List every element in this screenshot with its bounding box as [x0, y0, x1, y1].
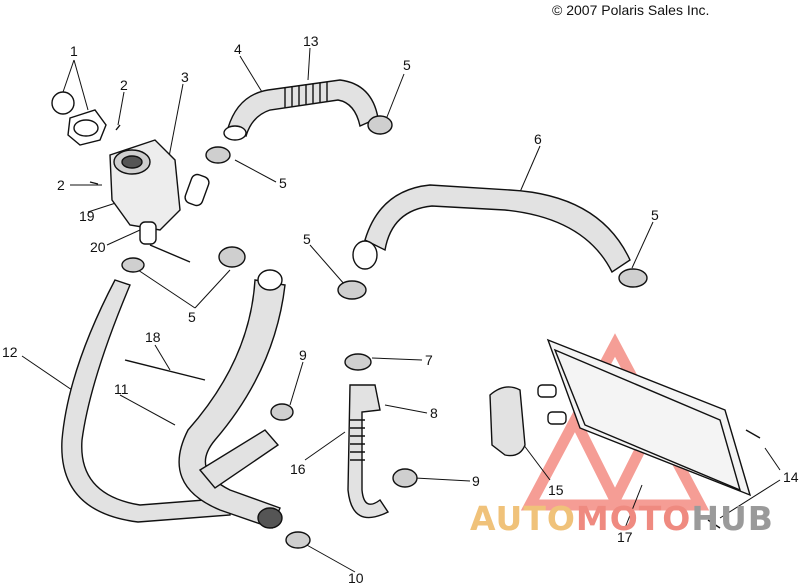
y-hose [178, 269, 311, 549]
callout-9: 9 [472, 473, 480, 489]
leader-lines [21, 47, 781, 573]
left-hose [61, 279, 231, 523]
watermark-word-2: MOTO [575, 499, 692, 538]
callout-5: 5 [303, 231, 311, 247]
callout-5: 5 [651, 207, 659, 223]
callout-2: 2 [120, 77, 128, 93]
hose-parts [51, 79, 761, 549]
lower-hose [344, 353, 418, 519]
callout-3: 3 [181, 69, 189, 85]
callout-6: 6 [534, 131, 542, 147]
callout-19: 19 [79, 208, 95, 224]
callout-8: 8 [430, 405, 438, 421]
hose-clamp [121, 257, 145, 273]
radiator-cap [51, 91, 107, 146]
upper-hose [205, 79, 393, 164]
callout-11: 11 [114, 381, 129, 397]
hose-strap [124, 359, 206, 381]
filler-neck [89, 124, 210, 263]
callout-13: 13 [303, 33, 319, 49]
heat-exchanger [537, 338, 761, 529]
callout-5: 5 [188, 309, 196, 325]
callout-9: 9 [299, 347, 307, 363]
hose-clamp [218, 246, 246, 268]
callout-5: 5 [279, 175, 287, 191]
watermark-word-3: HUB [691, 499, 774, 538]
callout-1: 1 [70, 43, 78, 59]
callout-18: 18 [145, 329, 161, 345]
copyright-text: © 2007 Polaris Sales Inc. [552, 2, 710, 18]
watermark-word-1: AUTO [470, 499, 576, 538]
callout-17: 17 [617, 529, 633, 545]
callout-16: 16 [290, 461, 306, 477]
callout-7: 7 [425, 352, 433, 368]
callout-5: 5 [403, 57, 411, 73]
callout-15: 15 [548, 482, 564, 498]
long-hose [337, 184, 648, 300]
callout-10: 10 [348, 570, 364, 585]
watermark-text: AUTOMOTOHUB [470, 502, 774, 535]
callout-2: 2 [57, 177, 65, 193]
callout-14: 14 [783, 469, 799, 485]
foam-pad [489, 386, 526, 457]
callout-4: 4 [234, 41, 242, 57]
callout-12: 12 [2, 344, 18, 360]
callout-20: 20 [90, 239, 106, 255]
